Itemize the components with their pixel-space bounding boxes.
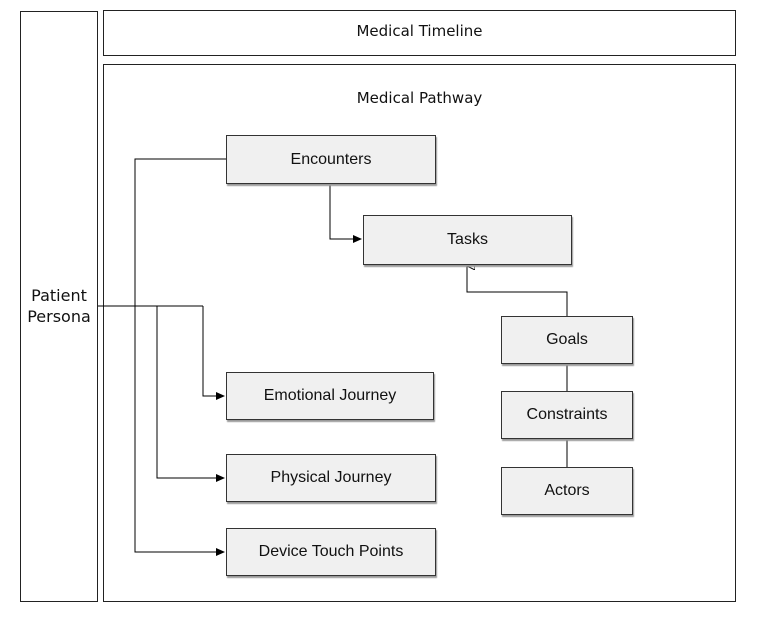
goals-box: Goals (501, 316, 633, 364)
encounters-box: Encounters (226, 135, 436, 184)
device-touch-points-box: Device Touch Points (226, 528, 436, 576)
actors-box: Actors (501, 467, 633, 515)
emotional-journey-box: Emotional Journey (226, 372, 434, 420)
medical-pathway-label: Medical Pathway (356, 89, 483, 107)
connector-goals-tasks (467, 266, 568, 316)
medical-timeline-panel (103, 10, 736, 56)
tasks-box: Tasks (363, 215, 572, 265)
connector-persona-emotional (202, 306, 225, 400)
patient-persona-label: Patient Persona (20, 285, 98, 327)
constraints-box: Constraints (501, 391, 633, 439)
patient-persona-line2: Persona (27, 307, 91, 326)
connector-encounters-device (134, 158, 226, 556)
patient-persona-panel (20, 11, 98, 602)
physical-journey-box: Physical Journey (226, 454, 436, 502)
medical-timeline-label: Medical Timeline (356, 22, 483, 40)
connector-persona-physical (156, 306, 225, 482)
patient-persona-line1: Patient (31, 286, 87, 305)
connector-encounters-tasks (329, 184, 362, 243)
